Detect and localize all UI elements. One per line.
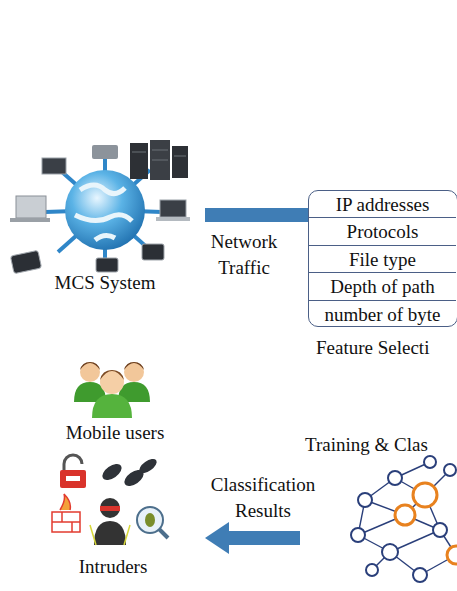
system-illustration: MCS System (5, 148, 205, 298)
feature-text: IP addresses (309, 194, 456, 216)
node-label: Feature Selecti (316, 337, 457, 359)
feature-row: number of byte (309, 301, 456, 328)
intruders-icons (52, 455, 168, 545)
neural-network-illustration (351, 456, 457, 582)
flow-arrow (205, 215, 308, 216)
node-label: Mobile users (40, 422, 190, 444)
flow-arrow (205, 522, 300, 554)
intruders-group: Intruders (45, 455, 205, 580)
edge-label: Network Traffic (198, 229, 290, 281)
feature-table: Feature SelectiIP addressesProtocolsFile… (308, 190, 457, 327)
feature-row: Depth of path (309, 273, 456, 300)
feature-text: number of byte (309, 304, 456, 326)
users-group: Mobile users (50, 360, 160, 445)
mcs-illustration (10, 140, 190, 274)
feature-row: Protocols (309, 218, 456, 245)
feature-row: File type (309, 246, 456, 273)
feature-text: Depth of path (309, 276, 456, 298)
node-label: Intruders (45, 556, 181, 578)
classifier-network: Training & Clas (300, 432, 457, 582)
feature-text: Protocols (309, 221, 456, 243)
feature-text: File type (309, 249, 456, 271)
mobile-users-icon (74, 362, 150, 418)
node-label: MCS System (5, 272, 205, 294)
edge-label: Classification Results (188, 472, 338, 524)
node-label: Training & Clas (305, 434, 457, 456)
feature-row: IP addresses (309, 191, 456, 218)
